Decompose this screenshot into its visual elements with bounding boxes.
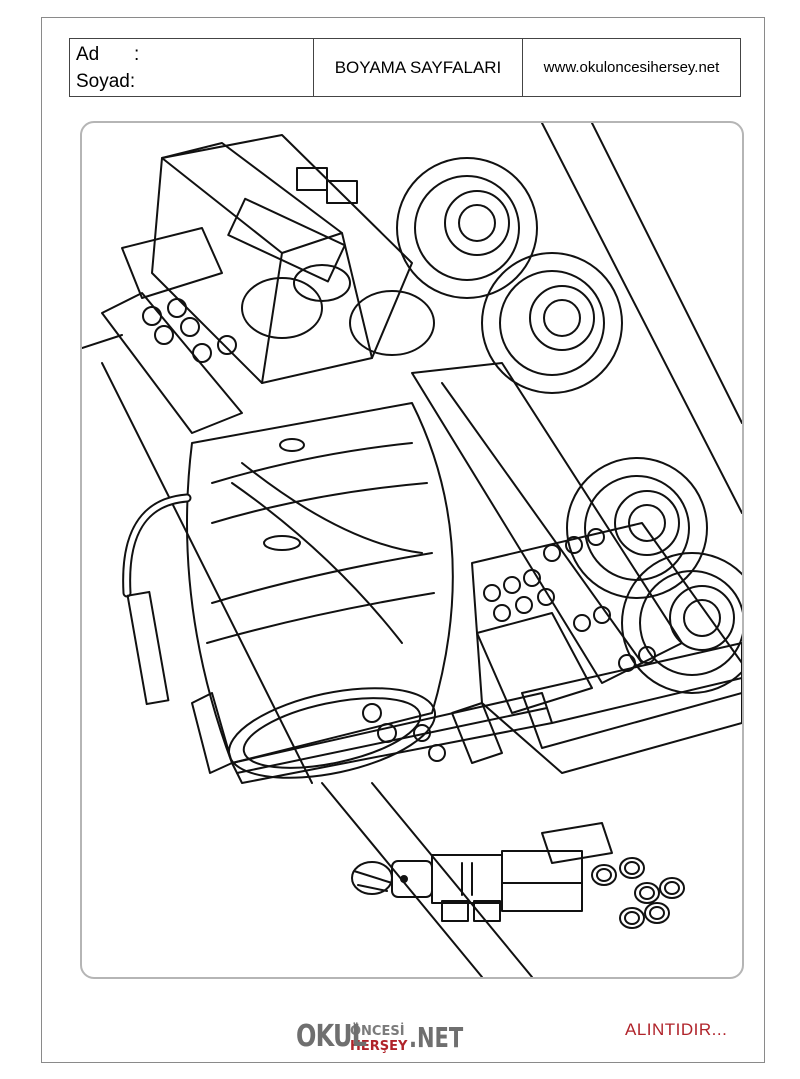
logo-middle-stack: ÖNCESİ HERŞEY	[350, 1024, 407, 1054]
name-label: Ad	[76, 44, 100, 65]
coloring-picture	[80, 121, 744, 979]
logo-okul-text: OKUL	[296, 1019, 367, 1054]
name-cell[interactable]: Ad : Soyad:	[70, 39, 314, 96]
source-credit: ALINTIDIR...	[625, 1020, 728, 1039]
student-info-header: Ad : Soyad: BOYAMA SAYFALARI www.okulonc…	[69, 38, 741, 97]
site-logo[interactable]: OKUL ÖNCESİ HERŞEY .NET	[296, 1010, 482, 1054]
name-colon: :	[134, 44, 140, 65]
logo-net-text: .NET	[409, 1021, 464, 1054]
website-link[interactable]: www.okuloncesihersey.net	[543, 59, 720, 76]
page-border	[41, 17, 765, 1063]
truck-line-art	[82, 123, 742, 977]
logo-hersey-text: HERŞEY	[350, 1039, 408, 1054]
surname-label: Soyad:	[76, 71, 136, 92]
page-title: BOYAMA SAYFALARI	[314, 39, 523, 96]
logo-oncesi-text: ÖNCESİ	[350, 1024, 405, 1039]
